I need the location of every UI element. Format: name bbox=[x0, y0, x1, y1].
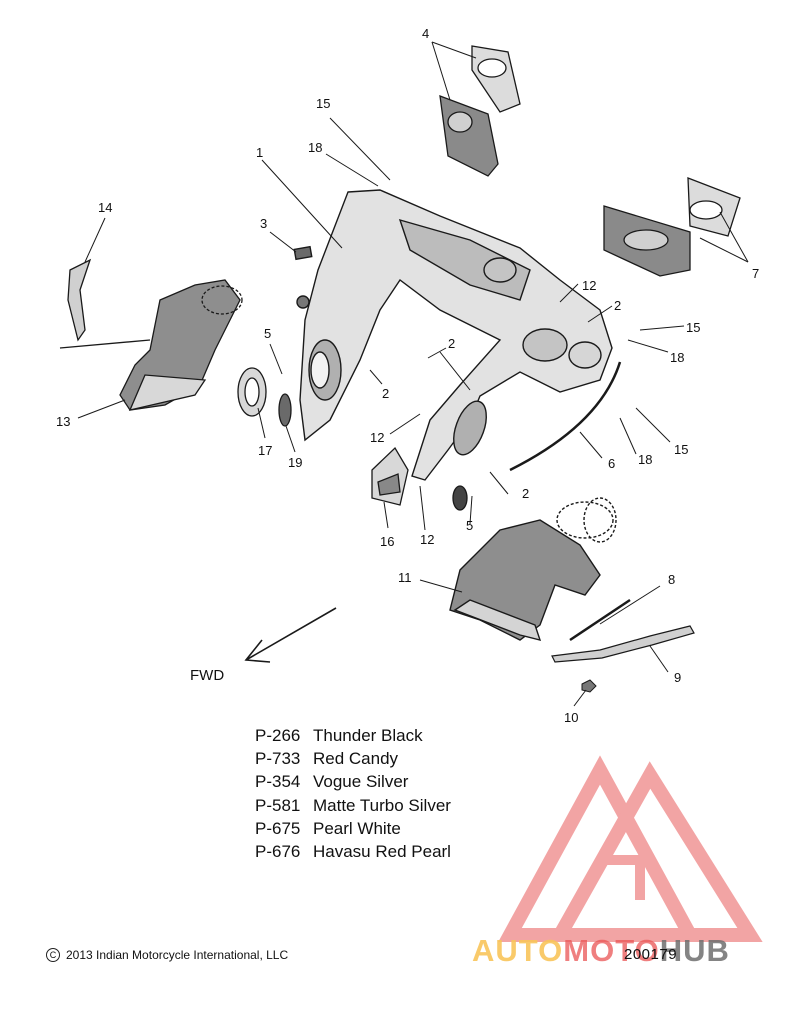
legend-code: P-581 bbox=[255, 795, 301, 815]
legend-name: Havasu Red Pearl bbox=[313, 842, 451, 862]
watermark-part-1: AUTO bbox=[472, 933, 564, 968]
callout-15: 15 bbox=[316, 96, 330, 111]
callout-5: 5 bbox=[264, 326, 271, 341]
callout-18: 18 bbox=[638, 452, 652, 467]
callout-18: 18 bbox=[670, 350, 684, 365]
part-1-main-fairing bbox=[293, 189, 613, 481]
callout-5: 5 bbox=[466, 518, 473, 533]
legend-name: Pearl White bbox=[313, 818, 401, 838]
part-4-panels bbox=[439, 45, 521, 177]
callout-17: 17 bbox=[258, 443, 272, 458]
legend-row: P-733 Red Candy bbox=[255, 747, 451, 770]
part-17-ring bbox=[237, 367, 267, 417]
callout-16: 16 bbox=[380, 534, 394, 549]
callout-15: 15 bbox=[674, 442, 688, 457]
legend-name: Vogue Silver bbox=[313, 772, 409, 792]
part-19-grommet bbox=[278, 393, 292, 427]
part-9-strip bbox=[551, 625, 695, 663]
part-10-bolt bbox=[581, 679, 597, 693]
callout-6: 6 bbox=[608, 456, 615, 471]
callout-9: 9 bbox=[674, 670, 681, 685]
fwd-label: FWD bbox=[190, 667, 224, 684]
callout-12: 12 bbox=[370, 430, 384, 445]
legend-name: Red Candy bbox=[313, 749, 399, 769]
callout-13: 13 bbox=[56, 414, 70, 429]
copyright-icon: C bbox=[46, 948, 60, 962]
legend-code: P-676 bbox=[255, 842, 301, 862]
callout-10: 10 bbox=[564, 710, 578, 725]
watermark-part-2: MOTO bbox=[563, 933, 660, 968]
legend-name: Thunder Black bbox=[313, 726, 423, 745]
part-6-trim bbox=[509, 361, 622, 472]
legend-code: P-675 bbox=[255, 818, 301, 838]
callout-7: 7 bbox=[752, 266, 759, 281]
leader-lines bbox=[77, 41, 749, 707]
copyright-text: 2013 Indian Motorcycle International, LL… bbox=[66, 948, 289, 962]
callout-11: 11 bbox=[398, 570, 412, 585]
callout-12: 12 bbox=[582, 278, 596, 293]
part-13-left-cover bbox=[119, 279, 243, 411]
legend-code: P-733 bbox=[255, 749, 301, 769]
watermark-part-3: HUB bbox=[659, 933, 730, 968]
callout-14: 14 bbox=[98, 200, 112, 215]
callout-2: 2 bbox=[522, 486, 529, 501]
callout-3: 3 bbox=[260, 216, 267, 231]
color-legend: P-266 Thunder Black P-733 Red Candy P-354 V… bbox=[255, 724, 451, 863]
callout-1: 1 bbox=[256, 145, 263, 160]
legend-row: P-675 Pearl White bbox=[255, 817, 451, 840]
callout-4: 4 bbox=[422, 26, 429, 41]
legend-row: P-266 Thunder Black bbox=[255, 724, 451, 747]
legend-code: P-266 bbox=[255, 726, 301, 745]
fwd-arrow bbox=[244, 607, 337, 663]
legend-row: P-581 Matte Turbo Silver bbox=[255, 794, 451, 817]
watermark-text: AUTOMOTOHUB bbox=[472, 933, 730, 969]
callout-19: 19 bbox=[288, 455, 302, 470]
watermark-logo bbox=[498, 755, 763, 942]
legend-row: P-676 Havasu Red Pearl bbox=[255, 840, 451, 863]
callout-15: 15 bbox=[686, 320, 700, 335]
diagram-id: 200179 bbox=[624, 946, 678, 963]
callout-numbers: 1 2 2 2 2 3 4 5 5 6 7 8 9 10 11 12 12 12… bbox=[56, 26, 759, 725]
callout-2: 2 bbox=[448, 336, 455, 351]
part-14-bracket bbox=[59, 258, 151, 349]
legend-row: P-354 Vogue Silver bbox=[255, 770, 451, 793]
callout-2: 2 bbox=[614, 298, 621, 313]
legend-name: Matte Turbo Silver bbox=[313, 795, 451, 815]
callout-12: 12 bbox=[420, 532, 434, 547]
part-11-lower-fairing bbox=[449, 497, 617, 641]
part-16-bracket bbox=[371, 446, 409, 506]
part-5-grommet bbox=[452, 485, 468, 511]
part-7-panels bbox=[603, 177, 741, 277]
callout-8: 8 bbox=[668, 572, 675, 587]
callout-2: 2 bbox=[382, 386, 389, 401]
part-8-rod bbox=[569, 598, 631, 642]
callout-18: 18 bbox=[308, 140, 322, 155]
legend-code: P-354 bbox=[255, 772, 301, 792]
copyright: C 2013 Indian Motorcycle International, … bbox=[46, 948, 288, 962]
